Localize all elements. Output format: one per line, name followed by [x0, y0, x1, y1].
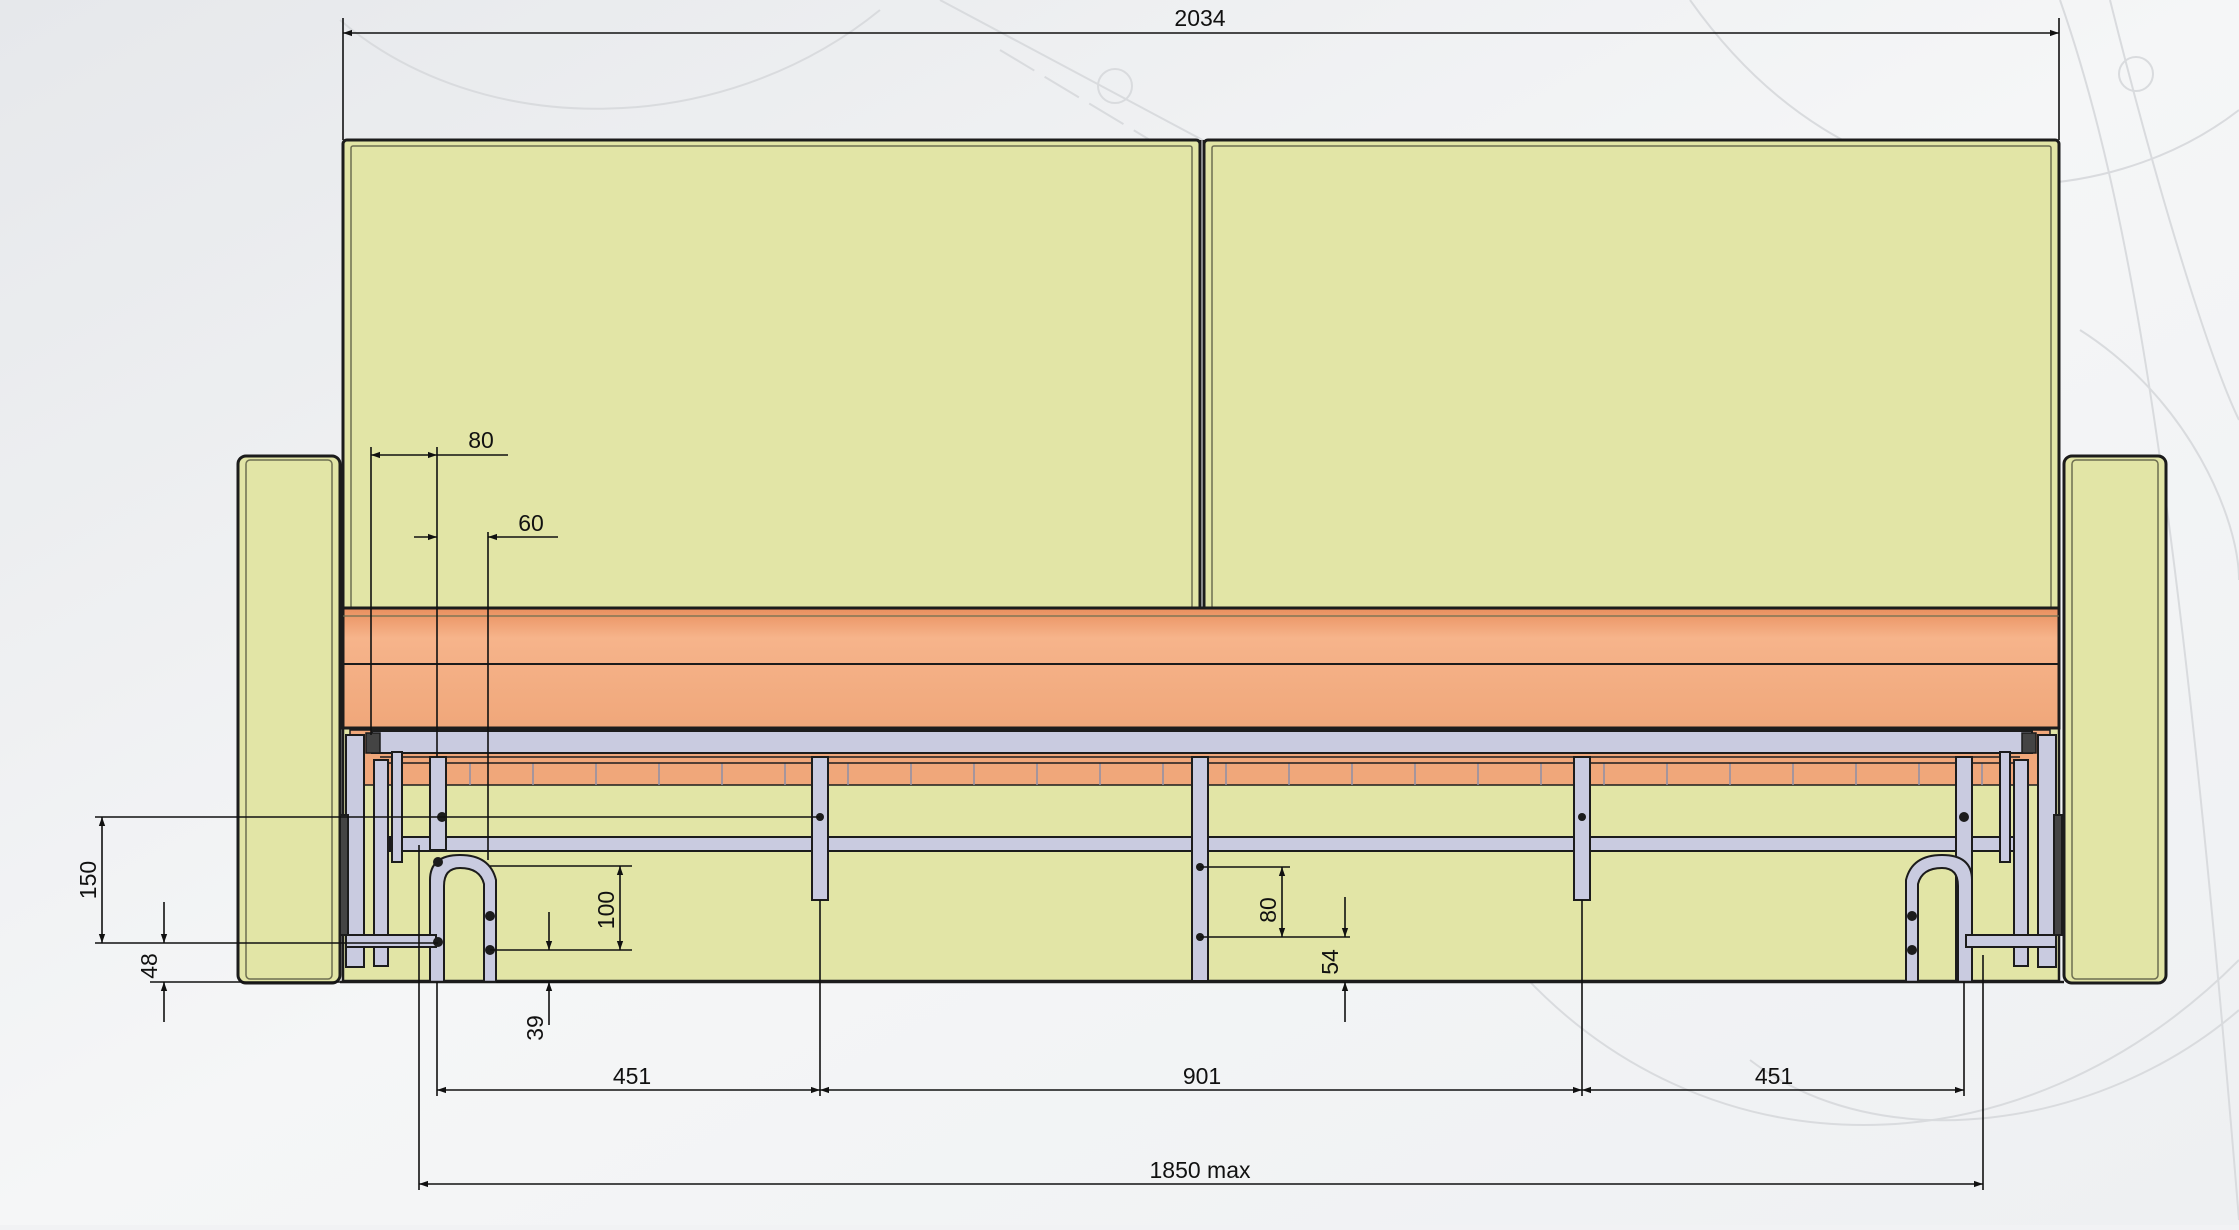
- support-leg-3: [1573, 756, 1591, 901]
- dim-span-right: 451: [1755, 1063, 1793, 1089]
- dim-span-left: 451: [613, 1063, 651, 1089]
- back-cushion-left: [341, 138, 1202, 614]
- right-mechanism: [1905, 734, 2063, 983]
- dim-overall-width: 2034: [1174, 5, 1225, 31]
- dim-39: 39: [522, 1015, 548, 1041]
- left-armrest: [236, 454, 342, 985]
- background-decoration: [339, 0, 2239, 1221]
- frame-top-rail: [371, 730, 2033, 754]
- right-armrest: [2062, 454, 2168, 985]
- dim-100: 100: [593, 891, 619, 929]
- dim-54: 54: [1317, 949, 1343, 975]
- dim-80-top: 80: [468, 427, 494, 453]
- seat-cushion: [341, 606, 2061, 730]
- dim-48: 48: [136, 953, 162, 979]
- dimension-lines: [95, 18, 2060, 1190]
- dim-60: 60: [518, 510, 544, 536]
- slat-dividers: [469, 763, 1983, 785]
- dim-max-length: 1850 max: [1149, 1157, 1251, 1183]
- support-leg-1: [811, 756, 829, 901]
- dim-span-center: 901: [1183, 1063, 1221, 1089]
- dim-80-center: 80: [1255, 897, 1281, 923]
- dimension-labels: 2034 80 60 150 48 100 39 80 54 451 901 4…: [75, 5, 1793, 1183]
- back-cushion-right: [1202, 138, 2061, 614]
- dim-150: 150: [75, 861, 101, 899]
